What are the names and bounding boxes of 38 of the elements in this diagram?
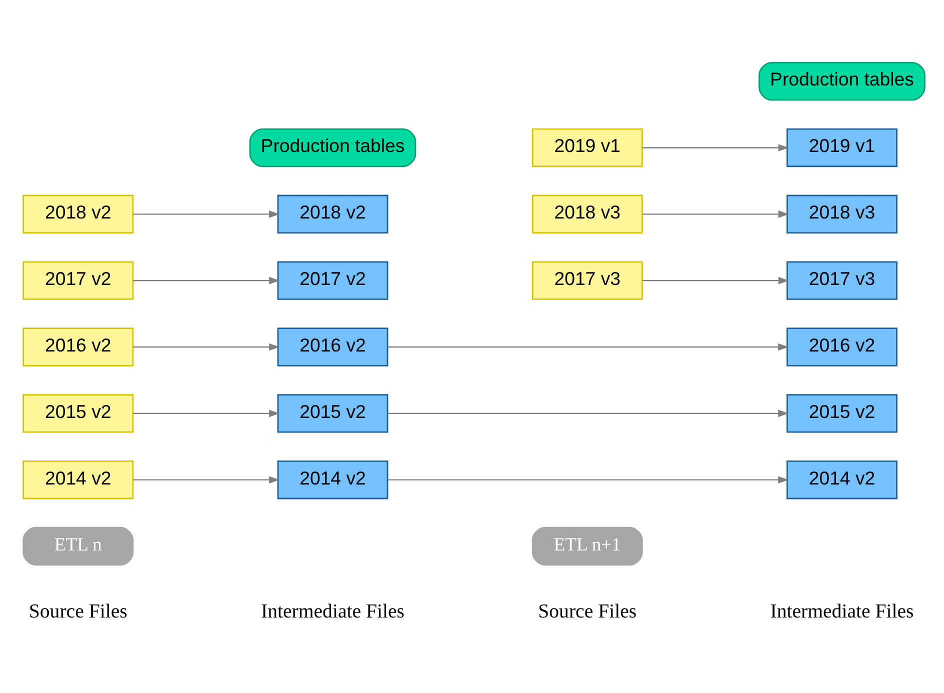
label: Intermediate Files [261,600,404,622]
arrow [133,276,280,284]
node-box: 2015 v2 [277,394,388,432]
node-box: 2019 v1 [786,128,898,167]
arrow [642,276,789,284]
node-box: 2017 v3 [786,260,898,300]
node-box: 2018 v2 [22,194,134,233]
arrow [642,210,789,218]
node-box: 2014 v2 [22,460,134,499]
node-box: 2016 v2 [277,327,388,366]
arrow [133,210,280,218]
node-box: 2015 v2 [786,394,898,432]
arrow [388,476,789,484]
label: Source Files [28,600,128,622]
node-box: 2018 v3 [786,194,898,233]
label: Intermediate Files [770,600,914,622]
node-box: 2016 v2 [786,327,898,366]
node-box: 2018 v2 [277,194,388,233]
node-box: 2014 v2 [786,460,898,499]
node-box: 2015 v2 [22,394,134,432]
node-box: ETL n+1 [532,526,643,566]
node-box: Production tables [249,128,416,167]
node-box: 2014 v2 [277,460,388,499]
node-box: ETL n [22,526,134,566]
node-box: 2017 v2 [22,260,134,300]
node-box: Production tables [758,61,926,100]
node-box: 2017 v3 [532,260,643,300]
arrow [133,476,280,484]
arrow [133,409,280,417]
node-box: 2016 v2 [22,327,134,366]
node-box: 2019 v1 [532,128,643,167]
node-box: 2017 v2 [277,260,388,300]
arrow [388,409,789,417]
arrow [133,342,280,350]
arrow [388,342,789,350]
arrow [642,144,789,151]
label: Source Files [538,600,637,622]
node-box: 2018 v3 [532,194,643,233]
